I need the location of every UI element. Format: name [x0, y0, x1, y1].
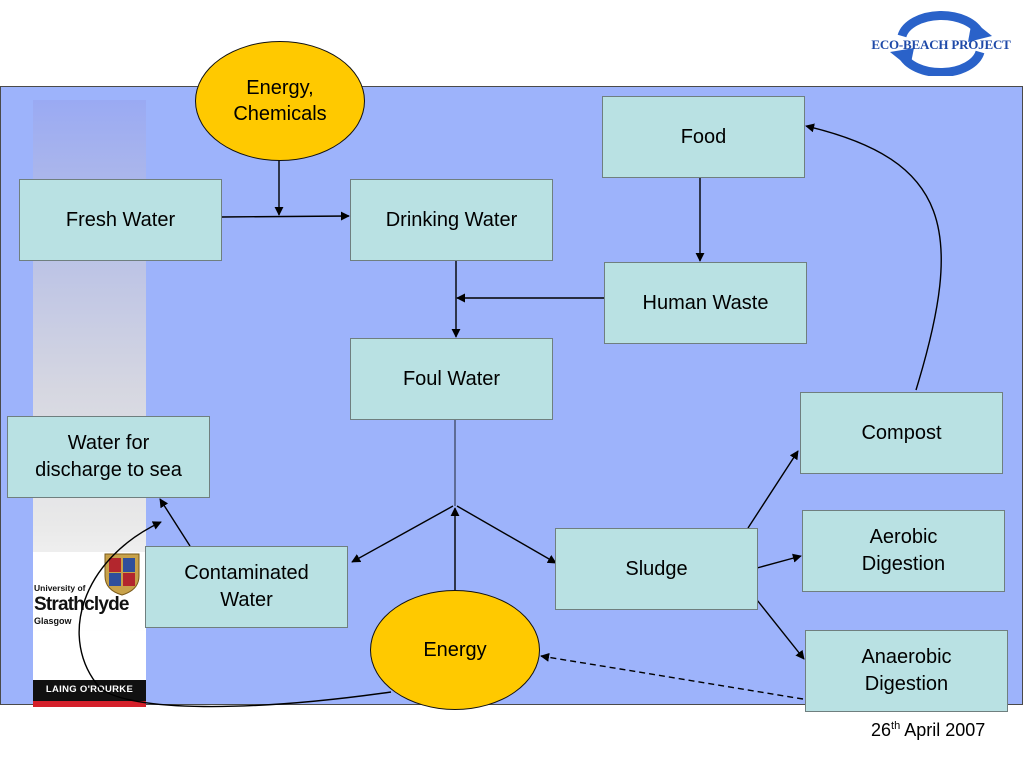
sponsor-name: LAING O'ROURKE	[45, 684, 134, 695]
presentation-date: 26th April 2007	[871, 720, 985, 741]
arrow-sludge-to-aerobic	[756, 553, 802, 569]
arrow-sludge-to-anaerobic	[756, 599, 805, 660]
date-suffix: th	[891, 720, 901, 732]
eco-beach-logo: ECO-BEACH PROJECT	[860, 6, 1022, 76]
energy-oval: Energy	[370, 590, 540, 710]
energy-chemicals-oval: Energy, Chemicals	[195, 41, 365, 161]
university-of-label: University of	[34, 583, 86, 593]
logo-text: ECO-BEACH PROJECT	[871, 37, 1011, 52]
arrow-fresh-to-drinking	[220, 211, 350, 221]
university-logo: University of Strathclyde Glasgow	[33, 552, 146, 630]
arrow-compost-to-food	[805, 123, 942, 391]
date-day: 26	[871, 720, 892, 740]
date-rest: April 2007	[900, 720, 986, 740]
arrow-anaerobic-to-energy	[540, 652, 804, 700]
contaminated-water-box: Contaminated Water	[145, 546, 348, 628]
arrow-split-to-contaminated	[351, 505, 454, 563]
water-discharge-box: Water for discharge to sea	[7, 416, 210, 498]
sponsor-logo: LAING O'ROURKE	[33, 680, 146, 707]
fresh-water-box: Fresh Water	[19, 179, 222, 261]
arrow-energy-to-discharge	[78, 521, 392, 708]
sludge-box: Sludge	[555, 528, 758, 610]
arrow-sludge-to-compost	[747, 450, 799, 529]
drinking-water-box: Drinking Water	[350, 179, 553, 261]
university-name: Strathclyde	[34, 594, 129, 615]
crest-icon	[104, 553, 140, 596]
aerobic-digestion-box: Aerobic Digestion	[802, 510, 1005, 592]
recycle-arrows-icon	[890, 10, 992, 76]
foul-water-box: Foul Water	[350, 338, 553, 420]
arrow-contaminated-to-discharge	[159, 498, 191, 547]
anaerobic-digestion-box: Anaerobic Digestion	[805, 630, 1008, 712]
university-city: Glasgow	[34, 616, 72, 626]
food-box: Food	[602, 96, 805, 178]
human-waste-box: Human Waste	[604, 262, 807, 344]
arrow-split-to-sludge	[456, 505, 557, 564]
sponsor-red-bar	[33, 701, 146, 707]
compost-box: Compost	[800, 392, 1003, 474]
